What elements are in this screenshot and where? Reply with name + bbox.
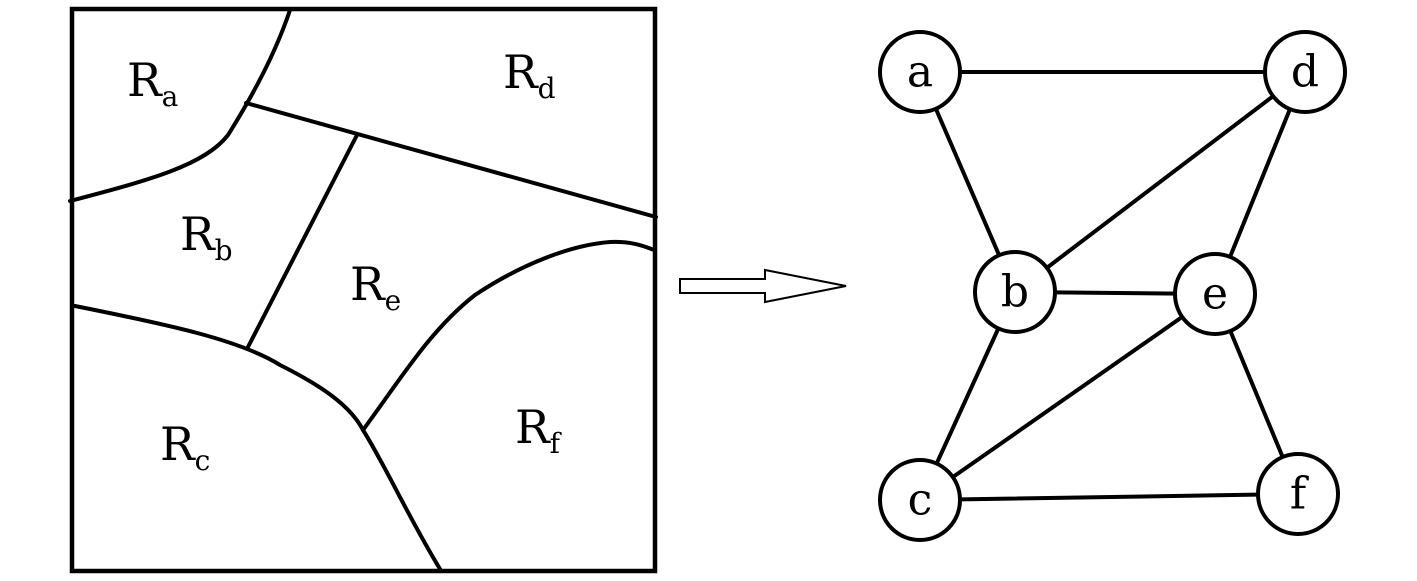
node-label-e: e [1202,269,1228,320]
right-arrow-icon [679,268,847,304]
node-label-a: a [907,47,933,98]
node-circle-b [973,250,1057,334]
node-label-f: f [1290,469,1309,520]
map-frame [69,6,658,574]
node-circle-c [878,458,962,542]
region-label-f: Rf [515,400,563,460]
node-label-b: b [1001,267,1029,318]
edge-b-d [1013,70,1307,294]
region-map: Ra Rb Rc Rd Re Rf [68,6,658,574]
node-d: d [1263,30,1347,114]
region-label-e: Re [350,257,401,317]
node-b: b [973,250,1057,334]
node-circle-a [878,30,962,114]
region-label-a: Ra [127,53,178,113]
edge-c-e [918,292,1217,502]
boundary-a-b [68,8,292,203]
node-label-d: d [1291,47,1319,98]
boundary-b-e [246,133,359,349]
node-circle-f [1256,452,1340,536]
region-label-b: Rb [180,207,233,267]
node-label-c: c [908,475,933,526]
boundary-b-c [73,304,365,432]
edge-c-f [918,492,1300,502]
node-a: a [878,30,962,114]
node-circle-d [1263,30,1347,114]
adjacency-graph: a b c d e f [878,30,1347,542]
node-f: f [1256,452,1340,536]
boundary-c-f [361,428,442,571]
region-label-c: Rc [160,417,210,477]
boundary-e-f [361,239,656,432]
graph-nodes: a b c d e f [878,30,1347,542]
node-c: c [878,458,962,542]
node-circle-e [1173,252,1257,336]
boundary-top-line [244,101,658,219]
region-label-d: Rd [503,45,556,105]
node-e: e [1173,252,1257,336]
